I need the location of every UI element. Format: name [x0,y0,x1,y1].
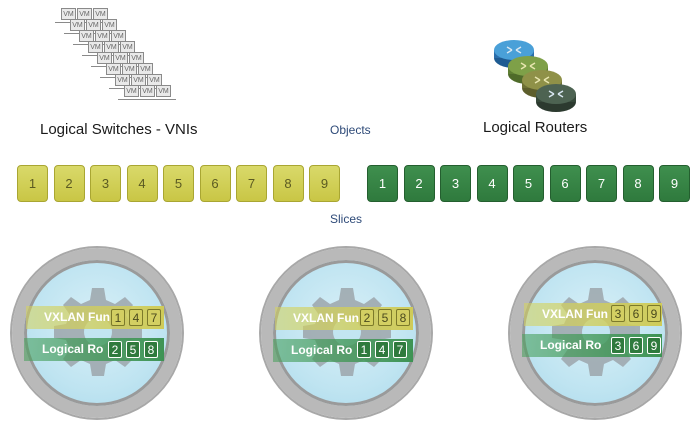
router-slice-number: 5 [126,341,140,358]
router-slice-number: 8 [144,341,158,358]
router-slice-number: 6 [629,337,643,354]
green-slice: 8 [622,165,654,202]
yellow-slice: 5 [163,165,194,202]
vxlan-function-bar: VXLAN Fun [524,303,662,326]
controller-node [261,248,431,418]
vxlan-slice-number: 6 [629,305,643,322]
logical-routers-label: Logical Routers [483,119,588,136]
vm-icon: VM [106,63,121,75]
controller-node [12,248,182,418]
gear-icon [48,282,148,382]
yellow-slice: 4 [126,165,158,202]
yellow-slice: 6 [199,165,231,202]
vxlan-slice-number: 1 [111,309,125,326]
logical-router-bar: Logical Ro [522,334,662,357]
vm-icon: VM [111,30,126,42]
green-slice: 5 [513,165,544,202]
yellow-slice: 9 [309,165,340,202]
vxlan-slice-number: 7 [147,309,161,326]
vxlan-slice-number: 9 [647,305,661,322]
router-slice-number: 3 [611,337,625,354]
vm-icon: VM [79,30,94,42]
gear-icon [546,282,646,382]
vm-icon: VM [156,85,171,97]
vxlan-function-bar: VXLAN Fun [275,307,413,330]
vm-icon: VM [115,74,130,86]
logical-router-bar: Logical Ro [24,338,164,361]
green-slice: 3 [440,165,471,202]
router-icon [536,84,576,112]
vxlan-function-bar: VXLAN Fun [26,306,164,329]
green-slice: 2 [403,165,435,202]
logical-router-bar: Logical Ro [273,339,413,362]
vm-icon: VM [70,19,85,31]
yellow-slice: 7 [236,165,267,202]
yellow-slice: 2 [53,165,85,202]
vxlan-slice-number: 8 [396,309,410,326]
vm-icon: VM [113,52,128,64]
router-slice-number: 7 [393,341,407,358]
green-slice: 4 [476,165,508,202]
objects-label: Objects [330,123,371,137]
vm-icon: VM [61,8,76,20]
vxlan-slice-number: 4 [129,309,143,326]
slices-label: Slices [330,212,363,226]
vm-icon: VM [77,8,92,20]
green-slice: 6 [549,165,581,202]
vxlan-slice-number: 3 [611,305,625,322]
gear-icon [297,282,397,382]
vxlan-slice-number: 2 [360,309,374,326]
router-slice-number: 2 [108,341,122,358]
yellow-slice: 1 [17,165,48,202]
router-slice-number: 4 [375,341,389,358]
router-slice-number: 9 [647,337,661,354]
vm-icon: VM [88,41,103,53]
vm-icon: VM [140,85,155,97]
yellow-slice: 3 [90,165,121,202]
router-stack-icon [494,40,576,112]
green-slice: 9 [659,165,690,202]
router-slice-number: 1 [357,341,371,358]
vm-icon: VM [97,52,112,64]
vm-connector [118,99,176,100]
vm-icon: VM [138,63,153,75]
vm-icon: VM [124,85,139,97]
vxlan-slice-number: 5 [378,309,392,326]
green-slice: 7 [586,165,617,202]
controller-node [510,248,680,418]
green-slice: 1 [367,165,398,202]
logical-switches-label: Logical Switches - VNIs [40,121,198,138]
yellow-slice: 8 [272,165,304,202]
